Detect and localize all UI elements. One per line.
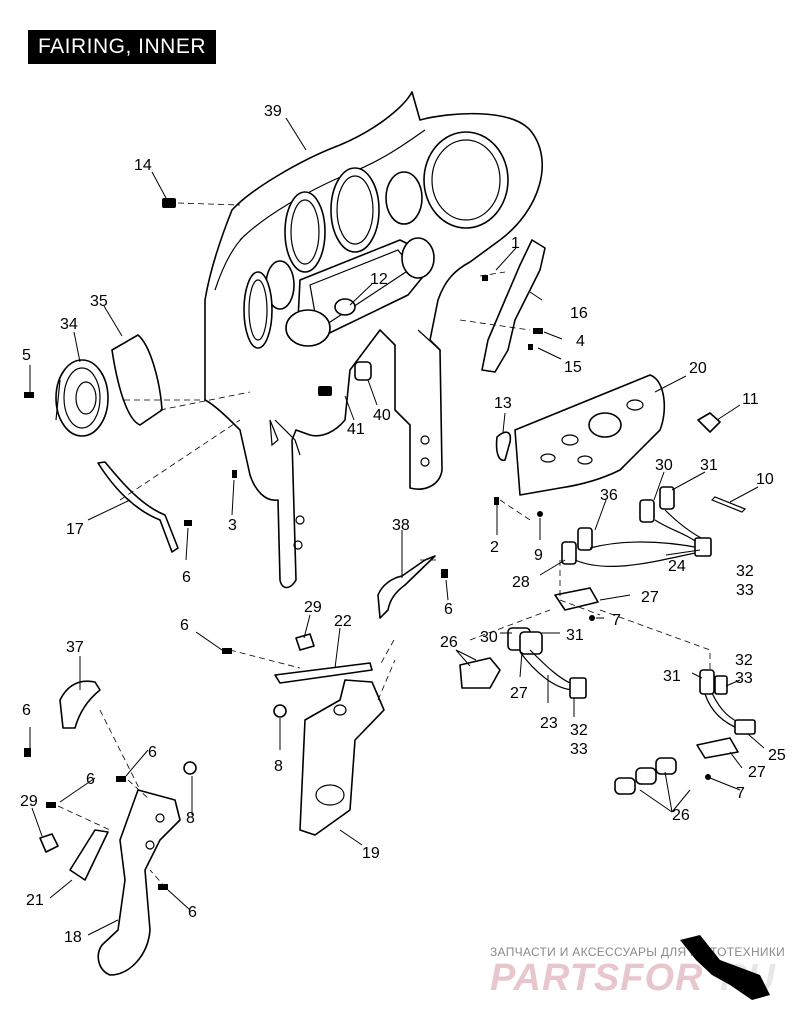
fastener-hardware — [24, 198, 711, 890]
angle-bracket-part — [59, 680, 101, 729]
switch-housing-part — [514, 374, 666, 496]
small-bracket-part — [69, 829, 109, 881]
cable-tie-part — [710, 496, 747, 513]
callout-6g: 6 — [188, 904, 197, 921]
callout-7b: 7 — [736, 785, 745, 802]
callout-28: 28 — [512, 574, 530, 591]
callout-6c: 6 — [180, 617, 189, 634]
inner-fairing-part — [204, 91, 544, 589]
callout-31: 31 — [700, 457, 718, 474]
callout-11: 11 — [742, 391, 759, 408]
callout-33c: 33 — [570, 741, 588, 758]
callout-8b: 8 — [186, 810, 195, 827]
switch-trim-part — [495, 431, 512, 462]
mounting-bar-part — [274, 662, 373, 684]
leader-lines — [29, 117, 765, 936]
callout-labels: 39 14 1 12 16 35 34 4 5 15 20 13 41 40 1… — [20, 103, 786, 946]
lower-bracket-part — [299, 679, 385, 836]
edge-seal-part — [97, 461, 179, 553]
callout-6e: 6 — [148, 744, 157, 761]
callout-6a: 6 — [182, 569, 191, 586]
callout-34: 34 — [60, 316, 78, 333]
callout-27b: 27 — [510, 685, 528, 702]
callout-23: 23 — [540, 715, 558, 732]
nut-plate-part-upper — [295, 633, 315, 651]
callout-20: 20 — [689, 360, 707, 377]
callout-4: 4 — [576, 333, 585, 350]
watermark-brand: PARTSFOR — [490, 957, 704, 999]
callout-24: 24 — [668, 558, 686, 575]
callout-6b: 6 — [444, 601, 453, 618]
clip-part — [697, 412, 721, 433]
callout-25: 25 — [768, 747, 786, 764]
watermark-logo-mark — [680, 935, 770, 1000]
main-bracket-part — [97, 789, 181, 976]
callout-2: 2 — [490, 539, 499, 556]
callout-41: 41 — [347, 421, 365, 438]
callout-29a: 29 — [304, 599, 322, 616]
callout-5: 5 — [22, 347, 31, 364]
callout-27c: 27 — [748, 764, 766, 781]
nut-plate-part — [39, 833, 59, 853]
callout-38: 38 — [392, 517, 410, 534]
mounting-plate-upper — [554, 587, 599, 611]
callout-26b: 26 — [672, 807, 690, 824]
callout-17: 17 — [66, 521, 84, 538]
callout-9: 9 — [534, 547, 543, 564]
callout-33b: 33 — [735, 670, 753, 687]
callout-22: 22 — [334, 613, 352, 630]
support-bracket-part — [377, 555, 436, 619]
callout-15: 15 — [564, 359, 582, 376]
callout-33a: 33 — [736, 582, 754, 599]
callout-27a: 27 — [641, 589, 659, 606]
callout-19: 19 — [362, 845, 380, 862]
callout-21: 21 — [26, 892, 44, 909]
callout-26a: 26 — [440, 634, 458, 651]
callout-32b: 32 — [735, 652, 753, 669]
page-title: FAIRING, INNER — [28, 30, 216, 64]
callout-1: 1 — [511, 235, 520, 252]
callout-6f: 6 — [86, 771, 95, 788]
speaker-part — [55, 359, 109, 437]
callout-10: 10 — [756, 471, 774, 488]
callout-35: 35 — [90, 293, 108, 310]
watermark: ЗАПЧАСТИ И АКСЕССУАРЫ ДЛЯ МОТОТЕХНИКИ PA… — [490, 935, 785, 1000]
assembly-dashed-lines — [57, 202, 711, 889]
switch-harness-lower — [699, 669, 756, 735]
callout-7a: 7 — [612, 612, 621, 629]
callout-36: 36 — [600, 487, 618, 504]
callout-8a: 8 — [274, 758, 283, 775]
callout-14: 14 — [134, 157, 152, 174]
callout-30b: 30 — [480, 629, 498, 646]
callout-16: 16 — [570, 305, 588, 322]
callout-12: 12 — [370, 271, 388, 288]
callout-40: 40 — [373, 407, 391, 424]
callout-31b: 31 — [566, 627, 584, 644]
switch-caps-part — [614, 757, 677, 795]
callout-32c: 32 — [570, 722, 588, 739]
callout-32a: 32 — [736, 563, 754, 580]
callout-18: 18 — [64, 929, 82, 946]
mounting-plate-lower — [696, 737, 739, 759]
callout-13: 13 — [494, 395, 512, 412]
callout-30: 30 — [655, 457, 673, 474]
callout-31c: 31 — [663, 668, 681, 685]
callout-3: 3 — [228, 517, 237, 534]
callout-6d: 6 — [22, 702, 31, 719]
switch-harness-upper — [561, 486, 712, 567]
callout-37: 37 — [66, 639, 84, 656]
speaker-gasket-part — [111, 334, 163, 426]
callout-39: 39 — [264, 103, 282, 120]
callout-29b: 29 — [20, 793, 38, 810]
fairing-bracket-part — [481, 239, 546, 373]
